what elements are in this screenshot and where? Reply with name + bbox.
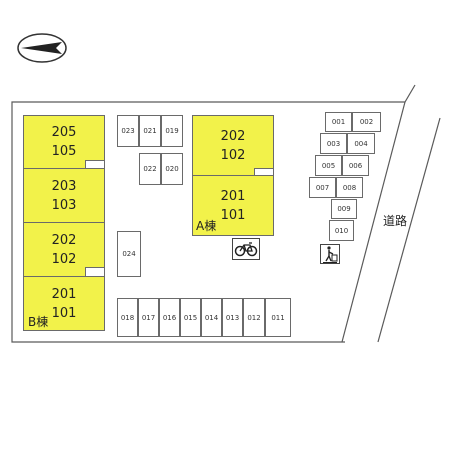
parking-space[interactable]: 006 xyxy=(342,155,369,176)
unit-b-202-102[interactable]: 202 102 xyxy=(23,222,105,282)
parking-space[interactable]: 022 xyxy=(139,153,161,185)
unit-upper: 202 xyxy=(51,232,77,248)
unit-lower: 102 xyxy=(220,147,246,163)
parking-space[interactable]: 021 xyxy=(139,115,161,147)
building-b-label: B棟 xyxy=(28,315,49,329)
parking-space[interactable]: 001 xyxy=(325,112,352,132)
parking-space[interactable]: 015 xyxy=(180,298,201,337)
parking-space[interactable]: 002 xyxy=(352,112,381,132)
parking-space[interactable]: 007 xyxy=(309,177,336,198)
unit-upper: 205 xyxy=(51,125,77,140)
unit-upper: 203 xyxy=(51,178,77,194)
parking-space[interactable]: 018 xyxy=(117,298,138,337)
parking-space[interactable]: 013 xyxy=(222,298,243,337)
unit-b-205-105[interactable]: 205 105 xyxy=(23,115,105,175)
parking-space[interactable]: 020 xyxy=(161,153,183,185)
unit-a-202-102[interactable]: 202 102 xyxy=(192,115,274,183)
unit-lower: 105 xyxy=(51,144,77,159)
unit-lower: 101 xyxy=(51,305,77,321)
unit-lower: 101 xyxy=(220,207,246,223)
building-a-label: A棟 xyxy=(196,219,217,233)
parking-space[interactable]: 008 xyxy=(336,177,363,198)
parking-space[interactable]: 004 xyxy=(347,133,375,154)
unit-b-201-101[interactable]: 201 101 xyxy=(23,276,105,331)
unit-a-201-101[interactable]: 201 101 xyxy=(192,175,274,236)
parking-space[interactable]: 009 xyxy=(331,199,357,219)
parking-space[interactable]: 023 xyxy=(117,115,139,147)
parking-space[interactable]: 019 xyxy=(161,115,183,147)
parking-space[interactable]: 024 xyxy=(117,231,141,277)
unit-b-203-103[interactable]: 203 103 xyxy=(23,168,105,223)
unit-lower: 102 xyxy=(51,251,77,267)
parking-space[interactable]: 011 xyxy=(265,298,291,337)
parking-space[interactable]: 003 xyxy=(320,133,347,154)
unit-upper: 201 xyxy=(220,188,246,204)
parking-space[interactable]: 014 xyxy=(201,298,222,337)
parking-space[interactable]: 016 xyxy=(159,298,180,337)
unit-upper: 201 xyxy=(51,286,77,302)
garbage-station-icon xyxy=(320,244,340,264)
parking-space[interactable]: 005 xyxy=(315,155,342,176)
parking-space[interactable]: 010 xyxy=(329,220,354,241)
road-label: 道路 xyxy=(383,214,408,228)
parking-space[interactable]: 017 xyxy=(138,298,159,337)
unit-upper: 202 xyxy=(220,128,246,144)
north-arrow-icon xyxy=(17,33,67,63)
bicycle-icon xyxy=(232,238,260,260)
unit-lower: 103 xyxy=(51,197,77,213)
parking-space[interactable]: 012 xyxy=(243,298,265,337)
